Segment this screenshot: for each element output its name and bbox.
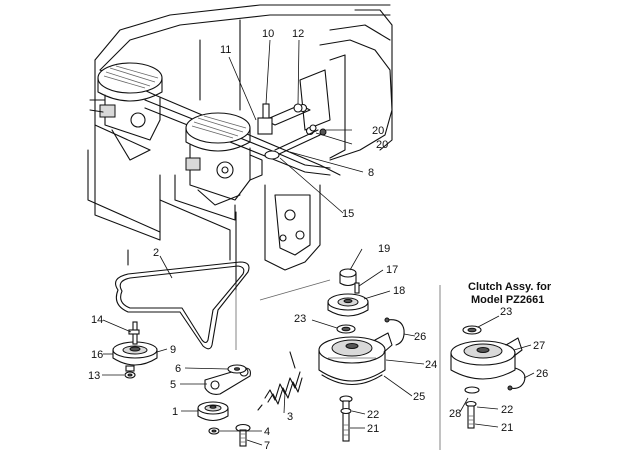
idler-pulley-1 (197, 401, 229, 422)
callout-20-a: 20 (372, 125, 384, 137)
washer-23 (336, 324, 356, 334)
callout-9: 9 (170, 344, 176, 356)
callout-10: 10 (262, 28, 274, 40)
callout-8: 8 (368, 167, 374, 179)
callout-21-b: 21 (501, 422, 513, 434)
idler-rod-assembly (257, 103, 327, 160)
callout-23-b: 23 (500, 306, 512, 318)
hydro-pump-left (89, 62, 163, 161)
callout-24: 24 (425, 359, 437, 371)
callout-17: 17 (386, 264, 398, 276)
spring-3 (257, 351, 303, 411)
callout-3: 3 (287, 411, 293, 423)
callout-20-b: 20 (376, 139, 388, 151)
callout-22-a: 22 (367, 409, 379, 421)
clutch-24 (318, 317, 405, 385)
clutch-assy-title-line2: Model PZ2661 (471, 294, 544, 306)
pulley-18 (327, 293, 369, 317)
callout-25: 25 (413, 391, 425, 403)
callout-5: 5 (170, 379, 176, 391)
callout-labels: 11 10 12 20 20 8 15 2 19 17 18 23 26 24 … (88, 28, 548, 452)
spacer-22 (340, 407, 352, 415)
callout-16: 16 (91, 349, 103, 361)
callout-26-a: 26 (414, 331, 426, 343)
callout-26-b: 26 (536, 368, 548, 380)
inset-washer-23 (462, 325, 482, 335)
drive-belt (115, 261, 250, 350)
pulley-9 (112, 321, 158, 366)
callout-12: 12 (292, 28, 304, 40)
bolt-7 (235, 423, 251, 447)
clutch-assy-title-line1: Clutch Assy. for (468, 281, 552, 293)
callout-4: 4 (264, 426, 270, 438)
washer-6 (227, 364, 247, 374)
key-17 (354, 282, 360, 294)
bushing-19 (339, 268, 357, 287)
callout-18: 18 (393, 285, 405, 297)
callout-19: 19 (378, 243, 390, 255)
hydro-pump-right (185, 112, 263, 206)
bolt-21 (339, 395, 353, 442)
nut-13 (124, 365, 136, 379)
callout-23-a: 23 (294, 313, 306, 325)
inset-clutch-27 (450, 337, 526, 391)
callout-6: 6 (175, 363, 181, 375)
callout-21-a: 21 (367, 423, 379, 435)
callout-13: 13 (88, 370, 100, 382)
callout-7: 7 (264, 440, 270, 452)
callout-14: 14 (91, 314, 103, 326)
callout-28: 28 (449, 408, 461, 420)
callout-2: 2 (153, 247, 159, 259)
nut-4 (208, 427, 220, 435)
clutch-assy-title: Clutch Assy. for Model PZ2661 (468, 281, 552, 306)
inset-spacer-28 (464, 386, 480, 394)
leader-lines (102, 39, 535, 446)
callout-27: 27 (533, 340, 545, 352)
callout-11: 11 (220, 44, 231, 56)
callout-22-b: 22 (501, 404, 513, 416)
callout-1: 1 (172, 406, 178, 418)
inset-bolt-21 (465, 400, 477, 429)
callout-15: 15 (342, 208, 354, 220)
